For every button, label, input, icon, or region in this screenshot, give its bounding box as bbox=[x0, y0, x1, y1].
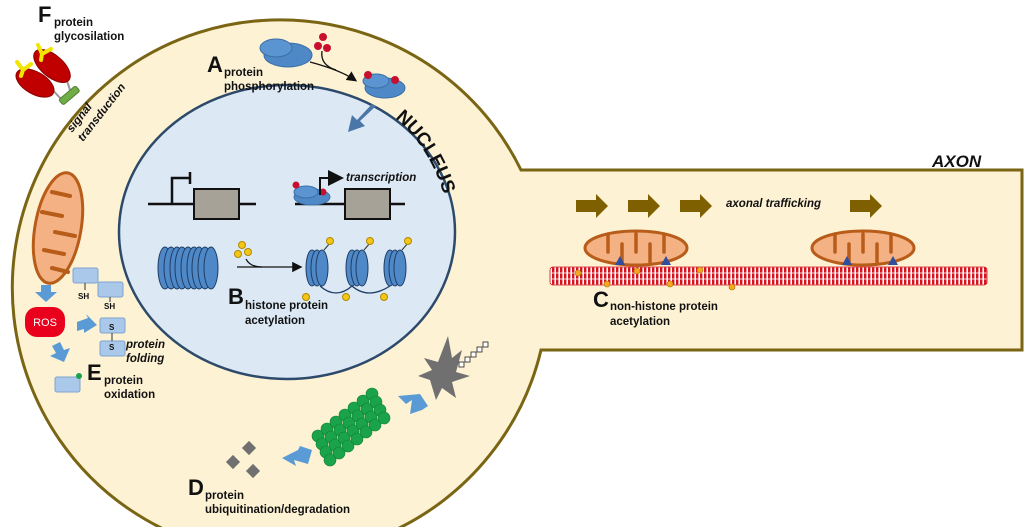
ubiquitin bbox=[470, 351, 477, 358]
s-label-2: S bbox=[109, 343, 115, 352]
proteasome-subunit bbox=[323, 453, 337, 467]
phosphate-groups bbox=[314, 33, 331, 52]
label-A-letter: A bbox=[207, 52, 223, 77]
phosphorylation-arrow bbox=[309, 61, 358, 82]
acetyl-group bbox=[404, 237, 412, 245]
unphosphorylated-protein bbox=[259, 38, 313, 68]
glycoprotein-receptor bbox=[15, 43, 80, 105]
proteasome-subunit bbox=[377, 411, 391, 425]
proteasome-subunit bbox=[368, 418, 382, 432]
proteasome-subunit bbox=[341, 439, 355, 453]
ubiquitin-chain bbox=[458, 341, 489, 368]
oxidation-mark bbox=[76, 373, 82, 379]
condensed-chromatin bbox=[157, 246, 219, 290]
mito-ros-arrow bbox=[35, 285, 57, 302]
label-F-line2: glycosilation bbox=[54, 31, 124, 43]
acetyl-group bbox=[366, 237, 374, 245]
proteasome-subunit bbox=[350, 432, 364, 446]
label-C-letter: C bbox=[593, 287, 609, 312]
s-label-1: S bbox=[109, 323, 115, 332]
ros-oxidation-arrow bbox=[50, 342, 70, 362]
label-B-line2: acetylation bbox=[245, 315, 305, 327]
linker-dna bbox=[319, 285, 391, 294]
folding-label-2: folding bbox=[126, 353, 164, 365]
motor-protein bbox=[842, 256, 852, 265]
motor-protein bbox=[661, 256, 671, 265]
acetyl-group bbox=[342, 293, 350, 301]
label-D-line1: protein bbox=[205, 490, 244, 502]
ubiquitin bbox=[476, 346, 483, 353]
label-E-line1: protein bbox=[104, 375, 143, 387]
acetyl-groups bbox=[234, 241, 252, 258]
relaxed-chromatin bbox=[302, 237, 412, 301]
acetyl-group bbox=[302, 293, 310, 301]
nucleosome bbox=[315, 249, 329, 287]
axon-mitochondria bbox=[583, 229, 916, 267]
oxidized-protein bbox=[54, 376, 81, 393]
transcription-label: transcription bbox=[346, 172, 416, 184]
acetyl-group bbox=[380, 293, 388, 301]
trafficking-arrow bbox=[850, 194, 882, 218]
ubiquitin bbox=[464, 356, 471, 363]
proteasome-subunit bbox=[332, 446, 346, 460]
label-C-line1: non-histone protein bbox=[610, 301, 718, 313]
trafficking-arrows bbox=[576, 194, 882, 218]
misfolded-protein bbox=[418, 336, 470, 400]
sh-label-1: SH bbox=[78, 292, 89, 301]
label-C-line2: acetylation bbox=[610, 316, 670, 328]
reduced-protein bbox=[72, 267, 124, 302]
label-B-line1: histone protein bbox=[245, 300, 328, 312]
trafficking-arrow bbox=[576, 194, 608, 218]
folding-label-1: protein bbox=[125, 339, 165, 351]
repressed-gene bbox=[148, 172, 256, 220]
label-F-letter: F bbox=[38, 2, 51, 27]
label-A-line1: protein bbox=[224, 67, 263, 79]
acetyl-group bbox=[326, 237, 334, 245]
peptide-fragments bbox=[225, 440, 261, 479]
proteasome bbox=[311, 387, 391, 467]
acetyl-group bbox=[666, 280, 674, 288]
label-D-line2: ubiquitination/degradation bbox=[205, 504, 350, 516]
import-arrow bbox=[348, 104, 376, 132]
ros-folding-arrow bbox=[77, 314, 97, 333]
proteasome-arrow bbox=[398, 394, 428, 414]
nucleus bbox=[117, 83, 457, 381]
ros-blob bbox=[25, 307, 65, 337]
acetyl-group bbox=[574, 269, 582, 277]
motor-protein bbox=[888, 256, 898, 265]
nucleosome bbox=[393, 249, 407, 287]
ubiquitin bbox=[458, 361, 465, 368]
folded-protein bbox=[99, 317, 126, 357]
phosphorylated-protein bbox=[362, 71, 406, 99]
trafficking-arrow bbox=[628, 194, 660, 218]
label-E-letter: E bbox=[87, 360, 102, 385]
label-A-line2: phosphorylation bbox=[224, 81, 314, 93]
axonal-trafficking-label: axonal trafficking bbox=[726, 198, 821, 210]
degradation-arrow bbox=[282, 446, 312, 466]
acetyl-group bbox=[603, 280, 611, 288]
sh-label-2: SH bbox=[104, 302, 115, 311]
microtubule-acetyl-groups bbox=[574, 266, 736, 291]
label-F-line1: protein bbox=[54, 17, 93, 29]
proteasome-subunit bbox=[359, 425, 373, 439]
label-B-letter: B bbox=[228, 284, 244, 309]
label-E-line2: oxidation bbox=[104, 389, 155, 401]
label-D-letter: D bbox=[188, 475, 204, 500]
axon-label: AXON bbox=[931, 152, 982, 171]
nucleosome bbox=[203, 246, 219, 290]
microtubule bbox=[549, 266, 988, 286]
acetyl-group bbox=[696, 266, 704, 274]
acetyl-group bbox=[728, 283, 736, 291]
motor-protein bbox=[615, 256, 625, 265]
nucleosome bbox=[355, 249, 369, 287]
ros-label: ROS bbox=[33, 317, 57, 329]
trafficking-arrow bbox=[680, 194, 712, 218]
cell-body-mitochondrion bbox=[31, 171, 85, 285]
ubiquitin bbox=[482, 341, 489, 348]
acetyl-group bbox=[633, 267, 641, 275]
active-gene bbox=[292, 170, 405, 220]
